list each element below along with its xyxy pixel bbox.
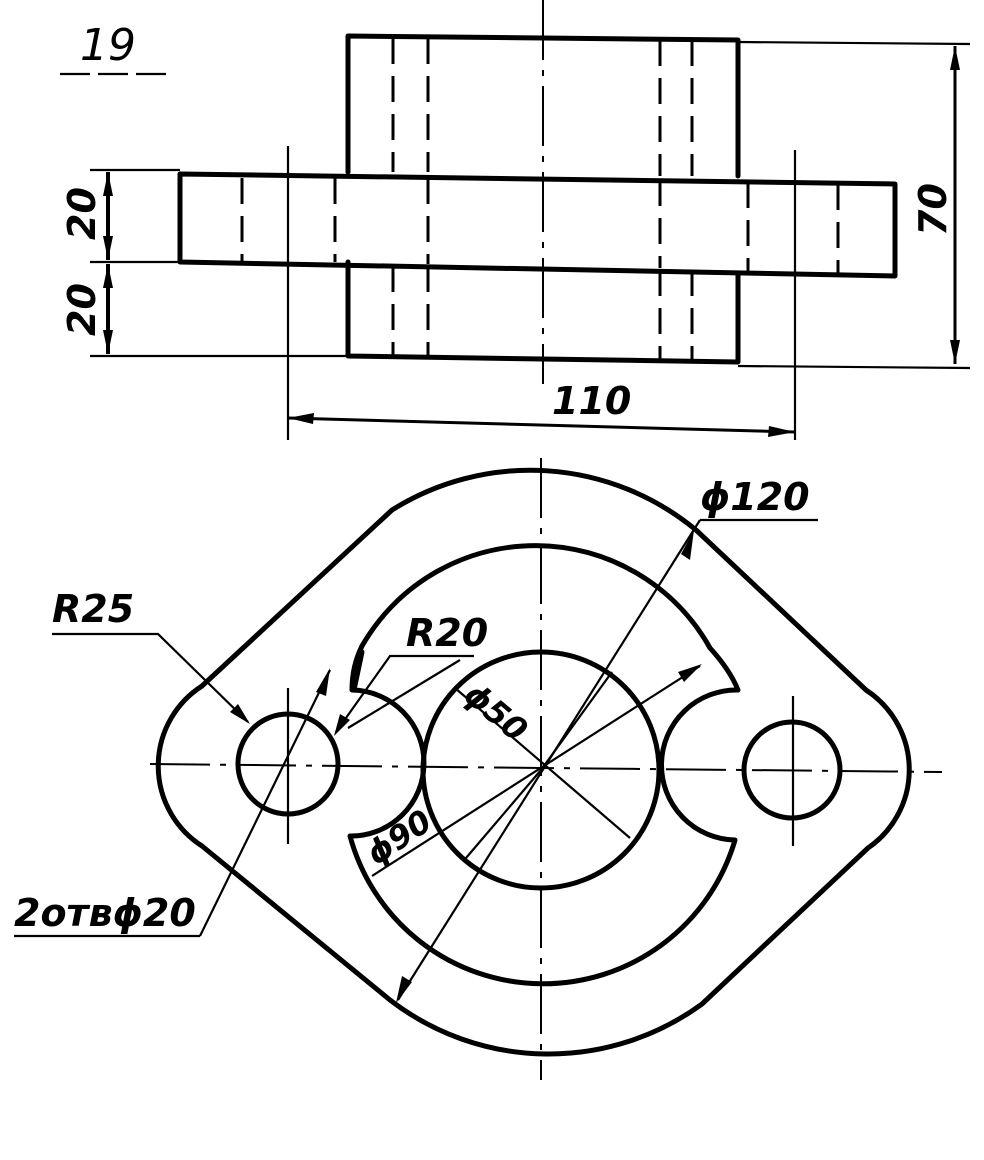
top-view-horizontal-centerline — [149, 763, 943, 773]
dim-arrow-spacing-right — [768, 426, 795, 437]
dim-text-flange-thickness: 20 — [60, 187, 104, 240]
dim-arrow-spacing-left — [288, 413, 314, 424]
dim-text-bore-diameter: ϕ50 — [457, 675, 535, 749]
dim-text-boss-diameter: ϕ90 — [359, 802, 438, 873]
bore-radial-line-1 — [540, 671, 613, 771]
dim-arrow-flange-top — [103, 172, 113, 196]
dim-text-hole-spacing: 110 — [552, 379, 631, 423]
dim-text-total-height: 70 — [911, 183, 955, 236]
dim-arrow-flange-radius — [230, 704, 250, 724]
slot-left-top-edge — [351, 649, 365, 693]
dim-leader-slot-radius — [335, 654, 474, 733]
flange-outline — [177, 171, 898, 279]
dim-text-outer-diameter: ϕ120 — [700, 475, 810, 519]
dim-text-lower-boss-height: 20 — [60, 283, 104, 336]
central-bore — [420, 649, 662, 891]
dim-arrow-slot-radius — [334, 714, 350, 736]
flange-outer-contour — [155, 467, 912, 1057]
dim-line-hole-spacing — [287, 416, 796, 434]
dim-arrow-total-bottom — [950, 340, 960, 364]
dim-text-holes: 2отвϕ20 — [14, 891, 196, 935]
dim-arrow-lower-bottom — [103, 330, 113, 354]
dim-arrow-hole-top — [316, 668, 330, 696]
dim-leader-flange-radius — [52, 632, 249, 723]
dim-arrow-lower-top — [103, 264, 113, 288]
problem-number: 19 — [80, 20, 136, 71]
front-view: 20 20 70 110 — [60, 0, 971, 440]
extension-top-right — [737, 40, 971, 46]
dim-text-slot-radius: R20 — [406, 611, 488, 655]
dim-arrow-flange-bottom — [103, 236, 113, 260]
dim-text-flange-radius: R25 — [52, 587, 134, 631]
top-view: ϕ120 ϕ50 ϕ90 R25 R20 2отвϕ20 — [14, 458, 943, 1080]
problem-number-group: 19 — [60, 20, 172, 76]
bore-radial-line-2 — [465, 769, 542, 859]
dim-arrow-total-top — [950, 46, 960, 70]
slot-radius-guide — [347, 659, 461, 729]
dim-leader-hole-line — [199, 669, 331, 937]
dim-line-boss-diameter — [371, 665, 701, 877]
dim-arrow-boss-right — [678, 664, 702, 682]
extension-bottom-right — [737, 364, 971, 370]
dim-arrow-outer-bottom — [396, 976, 412, 1003]
dim-line-bore-diameter — [454, 687, 631, 839]
dim-arrow-outer-top — [681, 530, 694, 560]
